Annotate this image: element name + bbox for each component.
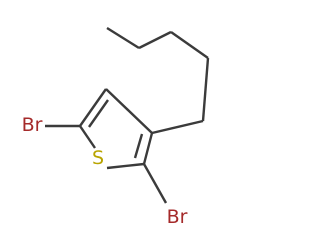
thiophene-ring <box>79 88 154 170</box>
chain-bond-5 <box>151 119 204 135</box>
chain-bond-1 <box>106 26 140 50</box>
ring-bond-s-c2 <box>106 162 145 170</box>
bromine-left-label: Br <box>22 114 43 136</box>
molecule-structure: Br S Br <box>22 26 210 228</box>
sulfur-label: S <box>92 147 104 169</box>
bond-c2-br <box>142 163 168 204</box>
chain-bond-2 <box>138 30 172 50</box>
ring-bond-c2-c3-inner <box>133 133 144 159</box>
pentyl-chain <box>106 26 210 135</box>
chain-bond-4 <box>201 57 210 122</box>
chain-bond-3 <box>170 31 209 59</box>
ring-bond-c3-c4 <box>105 88 153 134</box>
ring-bond-c4-c5 <box>79 88 107 127</box>
bromine-bottom-label: Br <box>167 206 188 228</box>
ring-bond-c5-s <box>79 125 96 149</box>
ring-bond-c2-c3 <box>142 132 154 165</box>
ring-bond-c4-c5-inner <box>88 99 109 128</box>
